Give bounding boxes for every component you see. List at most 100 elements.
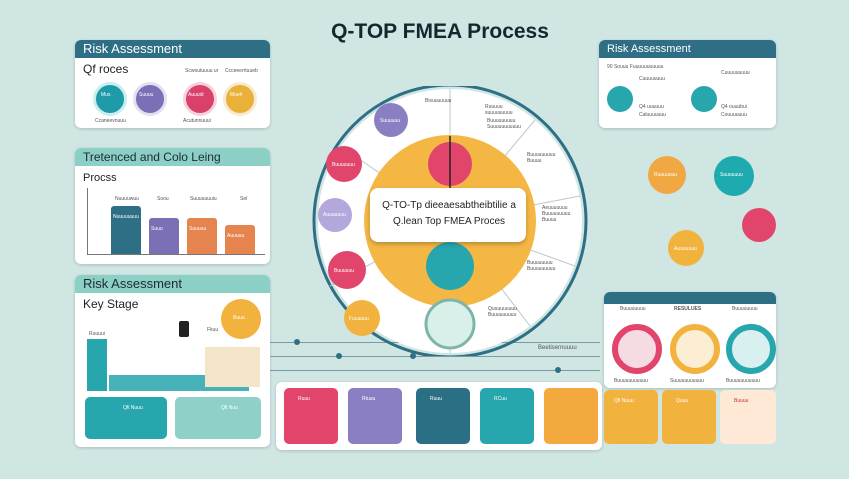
bar: Nuuuuuuuu (111, 206, 141, 254)
risk-item: Cuuuuuuuu (639, 76, 665, 82)
center-panel (370, 188, 526, 242)
axis (87, 254, 265, 255)
result-node[interactable] (714, 156, 754, 196)
stage-card-title: Qfi Nuuu (123, 405, 143, 411)
bar-label: Nuuuuwuu (115, 196, 139, 202)
icon-label: Mueh (230, 92, 243, 98)
bar-caption: Nuuuuuuuu (113, 214, 139, 220)
card-header: Risk Assessment (75, 275, 270, 293)
risk-item: Q4 uuuuuu (639, 104, 664, 110)
sector-label: Quuuuuuuuu Buuuuuuuuu (488, 306, 517, 318)
wheel-node[interactable] (374, 103, 408, 137)
bottom-card-title: RCuu (494, 396, 507, 402)
result-label: Suuuuuuu (720, 172, 743, 178)
page-title: Q-TOP FMEA Process (331, 20, 549, 43)
bar-caption: Auuuuu (227, 233, 245, 239)
caption: Acutunnuuui (183, 118, 211, 124)
results-caption: Buuuuuuuuuuu (726, 378, 760, 384)
connector (270, 356, 600, 357)
node (336, 353, 342, 359)
wheel-node-label: Suuuuuu (380, 118, 401, 124)
stage-label: Ruuuui (89, 331, 105, 337)
results-title: Buuuuuuuu (620, 306, 646, 312)
sector-label: Buuuuuuuu Buuuuuuuuu (527, 260, 556, 272)
bar-label: Suuuuuuuiu (190, 196, 217, 202)
donut-chart (612, 324, 662, 374)
result-card[interactable]: Qfi Nuuu (604, 390, 658, 444)
stage-card[interactable]: Qfi Nuuu (85, 397, 167, 439)
result-node[interactable] (668, 230, 704, 266)
card-header: Tretenced and Colo Leing (75, 148, 270, 166)
stage-card[interactable]: Qfi Nuu (175, 397, 261, 439)
result-card[interactable]: Quuu (662, 390, 716, 444)
bottom-card[interactable] (544, 388, 598, 444)
risk-icon (691, 86, 717, 112)
risk-item: Caluuuuuuu (639, 112, 666, 118)
sector-label: Buuuuuuuuu Suuuuuuuuuuu (487, 118, 521, 130)
risk-item: Couuuuuuu (721, 112, 747, 118)
bottom-card[interactable]: Ruuu (416, 388, 470, 444)
node (410, 353, 416, 359)
donut-chart (670, 324, 720, 374)
bar-caption: Suuuuu (189, 226, 207, 232)
stage-label: Fkuu (207, 327, 219, 333)
badge-label: Buuu (233, 315, 245, 321)
bar-caption: Suuu (151, 226, 163, 232)
results-caption: Buuuuuuuuuuu (614, 378, 648, 384)
center-line-2: Q.lean Top FMEA Proces (392, 216, 506, 227)
result-card-title: Quuu (676, 398, 689, 404)
bar-label: Sel (240, 196, 248, 202)
risk-assessment-card-right: Risk Assessment 90 Souuu Fuuuuuuuuuuu Cu… (599, 40, 776, 128)
bar: Suuu (149, 218, 179, 254)
node (555, 367, 561, 373)
caption: Ccceeerrtuueb (225, 68, 258, 74)
result-card[interactable]: Buuuu (720, 390, 776, 444)
lamp-icon (179, 321, 189, 337)
key-stage-card: Risk Assessment Key Stage Buuu Ruuuui Fk… (75, 275, 270, 447)
core-node-bottom (426, 242, 474, 290)
connector (270, 370, 600, 371)
sector-label: Aeuuuuuuu Buuuuuuuuu Buuuu (542, 205, 571, 223)
node (294, 339, 300, 345)
icon-label: Mus (101, 92, 111, 98)
bottom-card[interactable]: Ruuu (284, 388, 338, 444)
bottom-card[interactable]: RCuu (480, 388, 534, 444)
result-node[interactable] (648, 156, 686, 194)
results-card: Buuuuuuuu RESULUES Buuuuuuuu Buuuuuuuuuu… (604, 292, 776, 388)
card-subtitle: Qf roces (83, 62, 129, 76)
bar: Auuuuu (225, 225, 255, 254)
bottom-card-title: Ruuu (298, 396, 310, 402)
tretenced-card: Tretenced and Colo Leing Procss Nuuuuwuu… (75, 148, 270, 264)
sector-label: Buuuuuuuuu Buuuu (527, 152, 556, 164)
stage-block (205, 347, 260, 387)
risk-item: Q4 ouuubui (721, 104, 747, 110)
center-line-1: Q-TO-Tp dieeaesabtheibtilie a (382, 200, 516, 211)
results-title: RESULUES (674, 306, 702, 312)
process-icon (183, 82, 217, 116)
bottom-card[interactable]: Rtuuu (348, 388, 402, 444)
wheel-node[interactable] (326, 146, 362, 182)
caption: Scwoutuuuu ur (185, 68, 219, 74)
results-header (604, 292, 776, 304)
bar: Suuuuu (187, 218, 217, 254)
stage-card-title: Qfi Nuu (221, 405, 238, 411)
wheel-node-label: Buuuuuu (334, 268, 355, 274)
card-header: Risk Assessment (599, 40, 776, 58)
card-subtitle: 90 Souuu Fuuuuuuuuuuu (607, 64, 664, 70)
wheel-node[interactable] (328, 251, 366, 289)
results-caption: Suuuuuuuuuuu (670, 378, 704, 384)
process-icon (133, 82, 167, 116)
risk-assessment-card-top: Risk Assessment Qf roces Scwoutuuuu ur C… (75, 40, 270, 128)
icon-label: Auuuid (188, 92, 204, 98)
card-header: Risk Assessment (75, 40, 270, 58)
bottom-card-title: Ruuu (430, 396, 442, 402)
stage-badge (221, 299, 261, 339)
result-node[interactable] (742, 208, 776, 242)
connector-caption: Beetisernuuuu (538, 345, 577, 351)
wheel-node[interactable] (318, 198, 352, 232)
card-subtitle: Key Stage (83, 297, 139, 311)
icon-label: Suuuu (139, 92, 154, 98)
wheel-node[interactable] (344, 300, 380, 336)
result-label: Ruuuuuuu (654, 172, 678, 178)
result-label: Auuuuuuu (674, 246, 697, 252)
